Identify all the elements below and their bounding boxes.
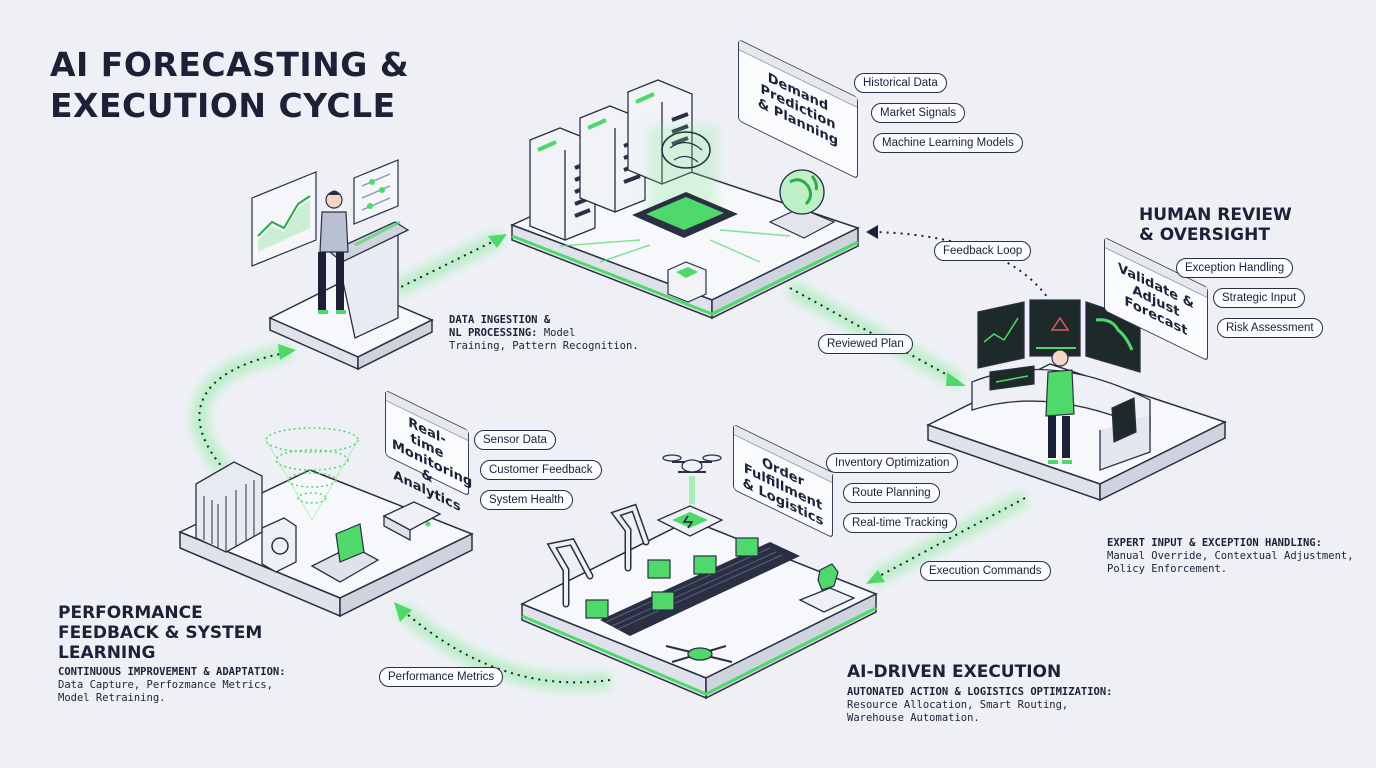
execution-desc-head: AUTONATED ACTION & LOGISTICS OPTIMIZATIO… <box>847 686 1113 698</box>
review-title: HUMAN REVIEW & OVERSIGHT <box>1139 205 1292 245</box>
tag-strategic-input: Strategic Input <box>1213 288 1306 308</box>
performance-description: CONTINUOUS IMPROVEMENT & ADAPTATION: Dat… <box>58 666 286 705</box>
tag-route-planning: Route Planning <box>843 483 940 503</box>
performance-desc-line2: Model Retraining. <box>58 692 166 704</box>
ingestion-line3: Training, Pattern Recognition. <box>449 340 639 352</box>
flow-arrow-performance-metrics <box>394 602 612 691</box>
performance-title: PERFORMANCE FEEDBACK & SYSTEM LEARNING <box>58 603 262 663</box>
review-title-line2: & OVERSIGHT <box>1139 225 1270 245</box>
tag-risk-assessment: Risk Assessment <box>1217 318 1323 338</box>
performance-title-line2: FEEDBACK & SYSTEM <box>58 623 263 643</box>
review-desc-line2: Policy Enforcement. <box>1107 563 1228 575</box>
execution-title: AI-DRIVEN EXECUTION <box>847 662 1062 682</box>
review-description: EXPERT INPUT & EXCEPTION HANDLING: Manua… <box>1107 537 1354 576</box>
tag-real-time-tracking: Real-time Tracking <box>843 513 957 533</box>
tag-inventory-optimization: Inventory Optimization <box>826 453 959 473</box>
performance-title-line1: PERFORMANCE <box>58 603 203 623</box>
execution-description: AUTONATED ACTION & LOGISTICS OPTIMIZATIO… <box>847 686 1113 725</box>
flow-label-performance-metrics: Performance Metrics <box>379 667 504 687</box>
platform-monitoring <box>178 427 474 618</box>
tag-historical-data: Historical Data <box>854 73 947 93</box>
flow-label-execution-commands: Execution Commands <box>920 561 1051 581</box>
ingestion-description: DATA INGESTION & NL PROCESSING: Model Tr… <box>449 314 639 353</box>
flow-label-feedback-loop: Feedback Loop <box>934 241 1032 261</box>
ingestion-head-2: NL PROCESSING: <box>449 327 538 339</box>
platform-execution <box>520 454 878 700</box>
execution-desc-line1: Resource Allocation, Smart Routing, <box>847 699 1069 711</box>
execution-desc-line2: Warehouse Automation. <box>847 712 980 724</box>
tag-customer-feedback: Customer Feedback <box>480 460 602 480</box>
performance-title-line3: LEARNING <box>58 643 156 663</box>
flow-arrow-execution-commands <box>866 490 1029 588</box>
review-desc-head: EXPERT INPUT & EXCEPTION HANDLING: <box>1107 537 1322 549</box>
platform-human-review <box>926 299 1227 502</box>
tag-exception-handling: Exception Handling <box>1176 258 1294 278</box>
page-title: AI FORECASTING & EXECUTION CYCLE <box>50 44 409 126</box>
review-title-line1: HUMAN REVIEW <box>1139 205 1292 225</box>
flow-arrow-feedback-loop <box>866 225 1061 321</box>
tag-market-signals: Market Signals <box>871 103 966 123</box>
flow-arrow-ingestion <box>391 230 507 298</box>
ingestion-line2: Model <box>537 327 576 339</box>
performance-desc-line1: Data Capture, Perfozmance Metrics, <box>58 679 273 691</box>
flow-label-reviewed-plan: Reviewed Plan <box>818 334 913 354</box>
review-desc-line1: Manual Override, Contextual Adjustment, <box>1107 550 1354 562</box>
page-title-line2: EXECUTION CYCLE <box>50 86 396 125</box>
flow-arrow-learning <box>191 344 296 476</box>
performance-desc-head: CONTINUOUS IMPROVEMENT & ADAPTATION: <box>58 666 286 678</box>
tag-sensor-data: Sensor Data <box>474 430 556 450</box>
tag-system-health: System Health <box>480 490 573 510</box>
page-title-line1: AI FORECASTING & <box>50 45 410 84</box>
ingestion-head: DATA INGESTION & <box>449 314 551 326</box>
platform-demand-prediction <box>510 79 860 320</box>
tag-machine-learning-models: Machine Learning Models <box>873 133 1023 153</box>
platform-data-ingestion <box>251 159 434 371</box>
